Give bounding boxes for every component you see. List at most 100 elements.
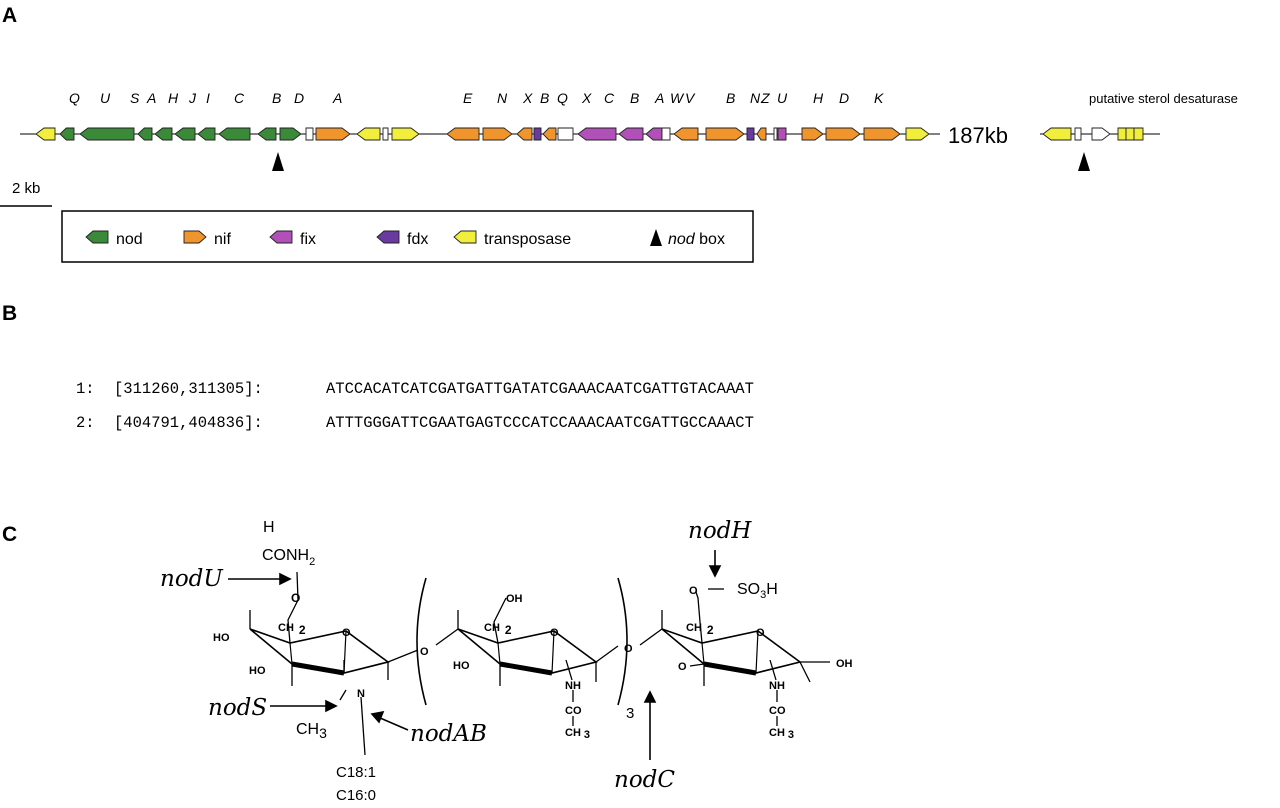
nodH-label: nodH [688,518,752,544]
gene-letter: X [522,90,533,106]
legend-label: fix [300,231,316,248]
legend-symbol-transposase [453,230,477,244]
gene-arrow-tr [1125,127,1135,141]
ring-o-label: O [550,627,559,639]
gene-arrow-nod [174,127,196,141]
legend-box [61,210,754,263]
gene-letter: S [130,90,140,106]
gene-arrow-nod [197,127,216,141]
gene-letter: N [497,90,508,106]
gene-letter: A [146,90,156,106]
ch2-bond [493,597,507,644]
hydrogen-label: H [263,519,275,536]
gene-letter: K [874,90,884,106]
legend-symbol-nod [650,229,662,246]
nh-bond [769,659,777,681]
gene-arrow-fix [577,127,617,141]
nodH-arrowhead [708,565,722,578]
legend-symbol-fdx [376,230,400,244]
n-label: N [357,688,365,700]
gene-letter: J [188,90,197,106]
o-label: O [678,661,687,673]
legend-label: nif [214,231,231,248]
bracket-right [617,577,628,706]
o-label: O [291,591,300,605]
gene-letter: H [168,90,179,106]
panel-label-c: C [2,523,17,546]
nodAB-arrow [379,717,409,731]
sequence-text: ATTTGGGATTCGAATGAGTCCCATCCAAACAATCGATTGC… [326,414,754,432]
co-label: CO [769,705,786,717]
gene-arrow-fdx [533,127,542,141]
ring-bond [249,610,419,686]
gene-arrow-tr [1117,127,1127,141]
nh-label: NH [769,680,785,692]
gene-arrow-none [305,127,314,141]
gene-arrow-nif [756,127,767,141]
nodC-label: nodC [614,767,675,793]
putative-sterol-desaturase-label: putative sterol desaturase [1089,91,1238,106]
nodU-arrowhead [279,572,292,586]
acyl-c160-label: C16:0 [336,787,376,804]
gene-arrow-none [1074,127,1082,141]
gene-letter: Q [557,90,568,106]
gene-arrow-tr [1133,127,1144,141]
gene-arrow-tr [1042,127,1072,141]
gap-label: 187kb [948,123,1008,148]
sequence-id: 2: [76,414,95,432]
gene-letter: Z [760,90,770,106]
gene-arrow-nif [705,127,745,141]
gene-arrow-nod [154,127,173,141]
gene-map [35,127,1144,141]
gene-letter: B [630,90,639,106]
gene-letter: C [604,90,615,106]
sulfate-label: SO3H [737,581,778,601]
gene-arrow-tr [356,127,381,141]
gene-arrow-tr [35,127,56,141]
acyl-c181-label: C18:1 [336,764,376,781]
nodAB-label: nodAB [410,721,487,747]
gene-arrow-none [773,127,778,141]
scale-label: 2 kb [12,180,40,197]
ch2-bond [287,571,299,644]
legend-symbol-nod [85,230,109,244]
ho-label: HO [453,660,470,672]
gene-arrow-nif [673,127,699,141]
gene-letter: Q [69,90,80,106]
panel-label-b: B [2,302,17,325]
legend-label: fdx [407,231,428,248]
gene-arrow-none [1091,127,1111,141]
nod-box-marker [272,152,284,171]
nodU-label: nodU [160,566,224,592]
enzyme-arrows [228,550,722,760]
ho-label: HO [213,632,230,644]
legend-symbol-nif [183,230,207,244]
gene-arrow-none [557,127,574,141]
gene-letter: B [272,90,281,106]
gene-arrow-fix [777,127,787,141]
gene-arrow-nod [257,127,277,141]
gene-arrow-nod [279,127,302,141]
sequence-range: [311260,311305]: [114,380,263,398]
gene-letter: U [100,90,111,106]
gene-arrow-nif [315,127,351,141]
gene-arrow-tr [391,127,420,141]
gene-letter: W [670,90,685,106]
gene-letter: H [813,90,824,106]
ring-o-label: O [756,627,765,639]
ring-bold-edge [499,661,553,676]
nodAB-arrowhead [370,710,385,724]
nodC-arrowhead [643,690,657,703]
nod-box-marker [1078,152,1090,171]
gene-arrow-none [382,127,389,141]
ring-bond [639,610,830,686]
gene-arrow-tr [905,127,930,141]
gene-letter: A [332,90,342,106]
gene-arrow-fix [645,127,663,141]
gene-letter: N [750,90,761,106]
